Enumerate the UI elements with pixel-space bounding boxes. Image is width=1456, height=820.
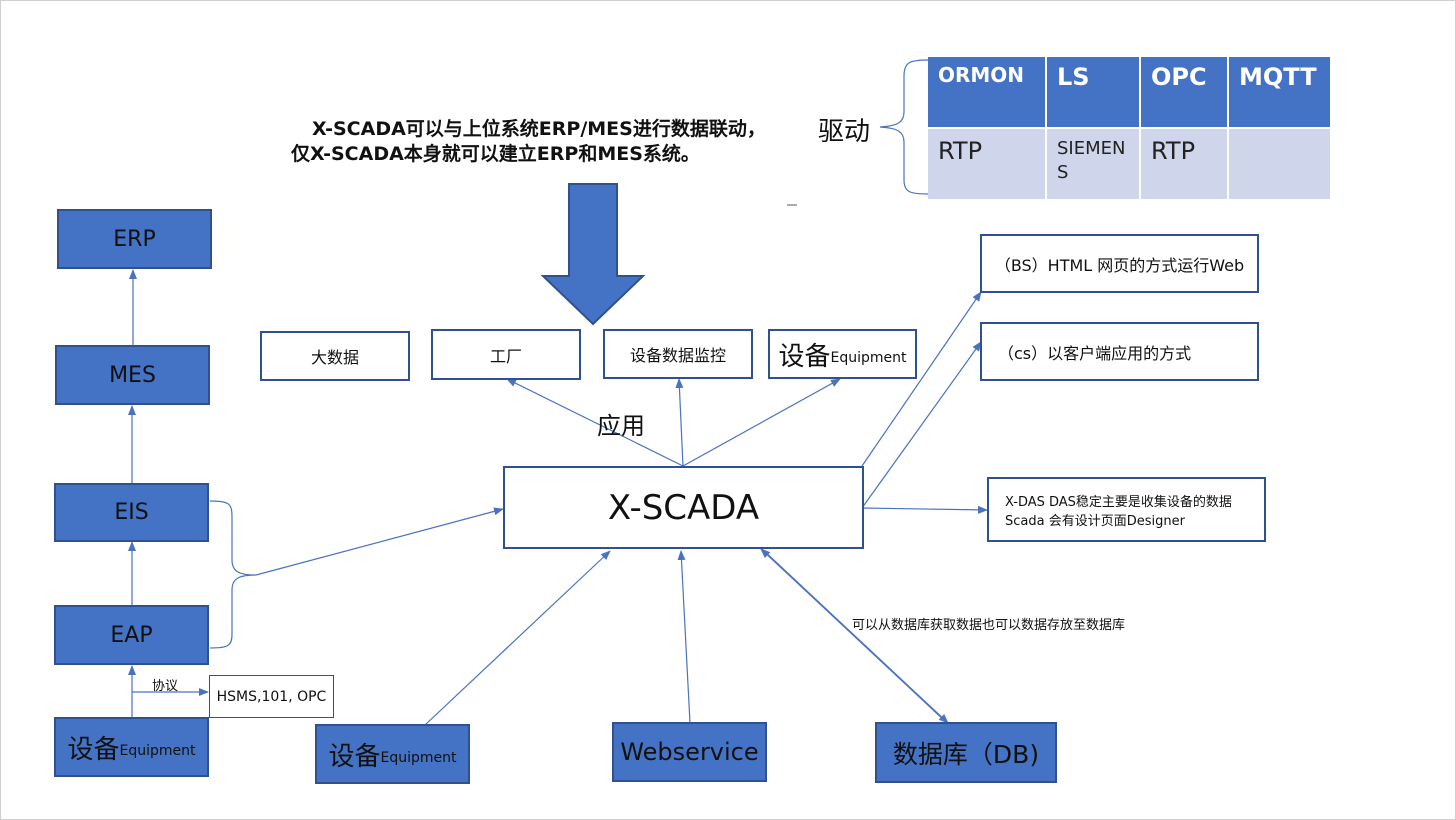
cs-box: （cs）以客户端应用的方式 — [980, 322, 1259, 381]
brace-driver — [879, 59, 929, 195]
monitor-box: 设备数据监控 — [603, 329, 753, 379]
erp-box: ERP — [57, 209, 212, 269]
driver-header: MQTT — [1229, 57, 1330, 127]
xdas-line1: X-DAS DAS稳定主要是收集设备的数据 — [1005, 494, 1232, 510]
arrow-equipment-xscada — [424, 550, 611, 726]
arrow-xscada-db — [761, 548, 949, 724]
factory-box: 工厂 — [431, 329, 581, 380]
eap-box: EAP — [54, 605, 209, 665]
xscada-box: X-SCADA — [503, 466, 864, 549]
erp-label: ERP — [113, 226, 156, 252]
cs-label: （cs）以客户端应用的方式 — [998, 344, 1192, 363]
webservice-box: Webservice — [612, 722, 767, 782]
equipment-top-main: 设备 — [778, 341, 831, 372]
equipment-top-sub: Equipment — [830, 350, 907, 366]
drive-label: 驱动 — [818, 117, 871, 147]
driver-cell: RTP — [1141, 129, 1227, 199]
driver-header: LS — [1047, 57, 1139, 127]
driver-table: ORMON LS OPC MQTT RTP SIEMENS RTP — [928, 57, 1330, 199]
factory-label: 工厂 — [489, 347, 522, 366]
mes-box: MES — [55, 345, 210, 405]
big-data-label: 大数据 — [310, 348, 359, 367]
application-label: 应用 — [597, 412, 645, 440]
equipment-left-main: 设备 — [67, 734, 120, 765]
xdas-line2: Scada 会有设计页面Designer — [1005, 513, 1185, 529]
arrow-xscada-xdas — [861, 505, 988, 514]
big-down-arrow — [540, 183, 646, 326]
arrow-webservice-xscada — [677, 550, 691, 724]
eis-box: EIS — [54, 483, 209, 542]
equipment-bottom-sub: Equipment — [380, 750, 457, 766]
equipment-left-sub: Equipment — [119, 743, 196, 759]
arrow-xscada-monitor — [675, 378, 684, 467]
monitor-label: 设备数据监控 — [629, 346, 726, 365]
driver-cell — [1229, 129, 1330, 199]
arrow-brace-xscada — [255, 507, 504, 576]
arrow-xscada-factory — [506, 378, 684, 467]
big-data-box: 大数据 — [260, 331, 410, 381]
arrow-xscada-equipment-top — [682, 378, 841, 467]
db-note: 可以从数据库获取数据也可以数据存放至数据库 — [852, 618, 1126, 633]
driver-cell: RTP — [928, 129, 1045, 199]
driver-header: ORMON — [928, 57, 1045, 127]
driver-header: OPC — [1141, 57, 1227, 127]
arrow-db-xscada — [760, 548, 947, 723]
webservice-label: Webservice — [620, 738, 759, 766]
brace-eis-eap — [209, 500, 257, 649]
xscada-label: X-SCADA — [607, 487, 760, 528]
arrow-xscada-bs — [861, 291, 982, 467]
bs-label: （BS）HTML 网页的方式运行Web — [994, 255, 1245, 275]
arrow-xscada-cs — [861, 341, 982, 509]
eis-label: EIS — [114, 500, 149, 525]
eap-label: EAP — [110, 622, 153, 648]
protocol-label: 协议 — [152, 679, 179, 694]
database-box: 数据库（DB) — [875, 722, 1057, 783]
headline-line2: 仅X-SCADA本身就可以建立ERP和MES系统。 — [291, 143, 700, 165]
mes-label: MES — [109, 362, 156, 388]
database-label: 数据库（DB) — [892, 739, 1040, 769]
protocol-box: HSMS,101, OPC — [209, 675, 334, 718]
driver-cell: SIEMENS — [1047, 129, 1139, 199]
protocol-text: HSMS,101, OPC — [216, 688, 327, 705]
equipment-bottom-main: 设备 — [328, 741, 381, 772]
headline-line1: X-SCADA可以与上位系统ERP/MES进行数据联动， — [312, 118, 766, 140]
bs-box: （BS）HTML 网页的方式运行Web — [980, 234, 1259, 293]
xdas-box: X-DAS DAS稳定主要是收集设备的数据 Scada 会有设计页面Design… — [987, 477, 1266, 542]
